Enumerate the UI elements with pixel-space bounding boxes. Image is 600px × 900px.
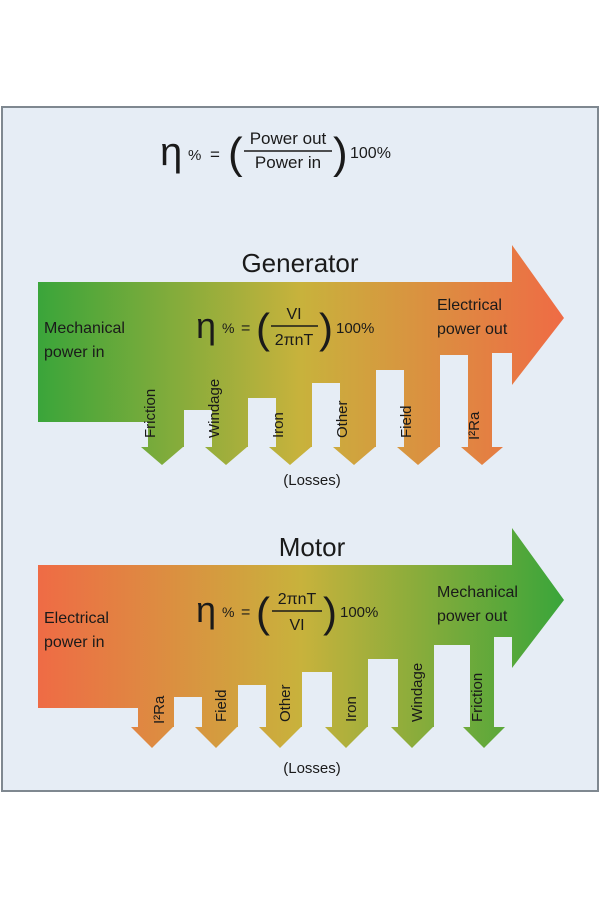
generator-loss-friction: Friction <box>142 389 159 438</box>
motor-output-label-2: power out <box>437 608 508 625</box>
formula-denominator: Power in <box>255 153 321 172</box>
motor-input-label-1: Electrical <box>44 610 109 627</box>
generator-loss-other: Other <box>334 400 351 438</box>
generator-section: Generator Mechanical power in Electrical… <box>38 245 564 489</box>
motor-right-paren: ) <box>323 589 337 636</box>
generator-right-paren: ) <box>319 305 333 352</box>
generator-output-label-1: Electrical <box>437 297 502 314</box>
motor-left-paren: ( <box>256 589 270 636</box>
eta-symbol: η <box>160 130 182 174</box>
motor-loss-friction: Friction <box>469 673 486 722</box>
motor-output-label-1: Mechanical <box>437 584 518 601</box>
formula-suffix: 100% <box>350 145 391 162</box>
motor-loss-windage: Windage <box>409 663 426 722</box>
generator-equals-sign: = <box>241 320 250 337</box>
formula-numerator: Power out <box>250 129 327 148</box>
motor-equals-sign: = <box>241 604 250 621</box>
generator-formula-suffix: 100% <box>336 320 374 337</box>
generator-flow-arrow <box>38 245 564 465</box>
motor-flow-arrow <box>38 528 564 748</box>
motor-loss-field: Field <box>213 689 230 722</box>
generator-loss-windage: Windage <box>206 379 223 438</box>
motor-title: Motor <box>279 532 346 562</box>
generator-input-label-1: Mechanical <box>44 320 125 337</box>
right-paren: ) <box>333 129 348 178</box>
motor-loss-other: Other <box>277 684 294 722</box>
generator-percent-sign: % <box>222 320 234 336</box>
motor-formula-numerator: 2πnT <box>278 591 317 608</box>
generator-eta-symbol: η <box>196 305 216 346</box>
efficiency-formula: η % = ( Power out Power in ) 100% <box>160 129 391 178</box>
motor-eta-symbol: η <box>196 589 216 630</box>
motor-loss-iron: Iron <box>343 696 360 722</box>
generator-loss-field: Field <box>398 405 415 438</box>
motor-losses-caption: (Losses) <box>283 760 341 777</box>
motor-formula-suffix: 100% <box>340 604 378 621</box>
generator-title: Generator <box>241 248 358 278</box>
percent-sign: % <box>188 147 201 164</box>
generator-left-paren: ( <box>256 305 270 352</box>
generator-loss-armature: I²Ra <box>466 411 483 440</box>
motor-loss-armature: I²Ra <box>151 695 168 724</box>
generator-formula-numerator: VI <box>286 306 301 323</box>
generator-formula-denominator: 2πnT <box>275 332 314 349</box>
motor-input-label-2: power in <box>44 634 104 651</box>
generator-loss-iron: Iron <box>270 412 287 438</box>
generator-input-label-2: power in <box>44 344 104 361</box>
generator-output-label-2: power out <box>437 321 508 338</box>
left-paren: ( <box>228 129 243 178</box>
generator-losses-caption: (Losses) <box>283 472 341 489</box>
motor-section: Motor Electrical power in Mechanical pow… <box>38 528 564 777</box>
motor-formula-denominator: VI <box>289 617 304 634</box>
motor-percent-sign: % <box>222 604 234 620</box>
equals-sign: = <box>210 145 220 164</box>
